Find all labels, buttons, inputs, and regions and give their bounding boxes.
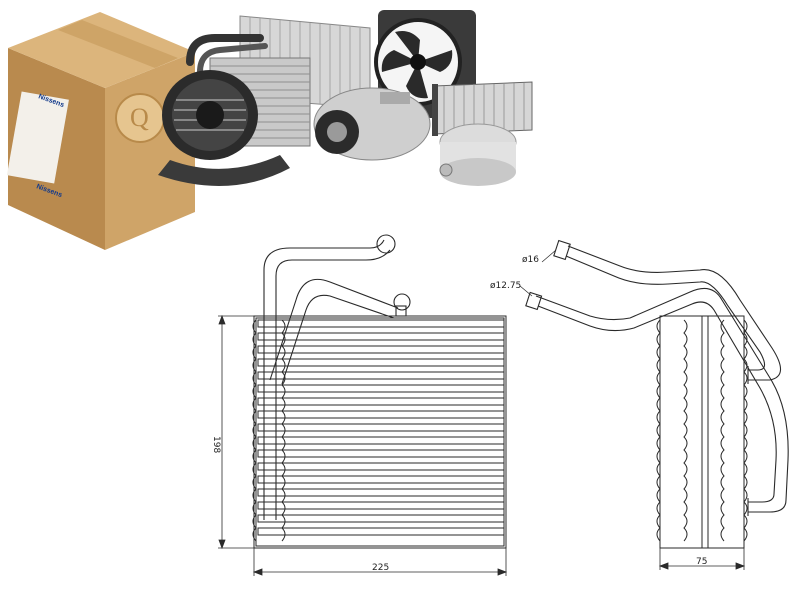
width-dimension [252,548,508,576]
blower-motor [158,70,290,186]
svg-text:Q: Q [130,103,149,132]
receiver-drier [439,123,517,186]
depth-dimension-label: 75 [696,557,707,567]
side-view-pipes [525,239,789,516]
compressor [313,87,431,161]
front-view-pipes [263,234,411,520]
pipe-leaders [519,249,557,297]
side-view-core [656,315,748,549]
depth-dimension [658,548,746,570]
height-dimension-label: 198 [211,436,221,453]
front-view-tubes [257,319,505,536]
width-dimension-label: 225 [372,563,389,573]
pipe-large-diameter-label: ø16 [522,255,539,265]
pipe-small-diameter-label: ø12.75 [490,281,521,291]
front-view-core [252,315,507,549]
heater-core [432,81,533,136]
height-dimension [218,314,254,550]
